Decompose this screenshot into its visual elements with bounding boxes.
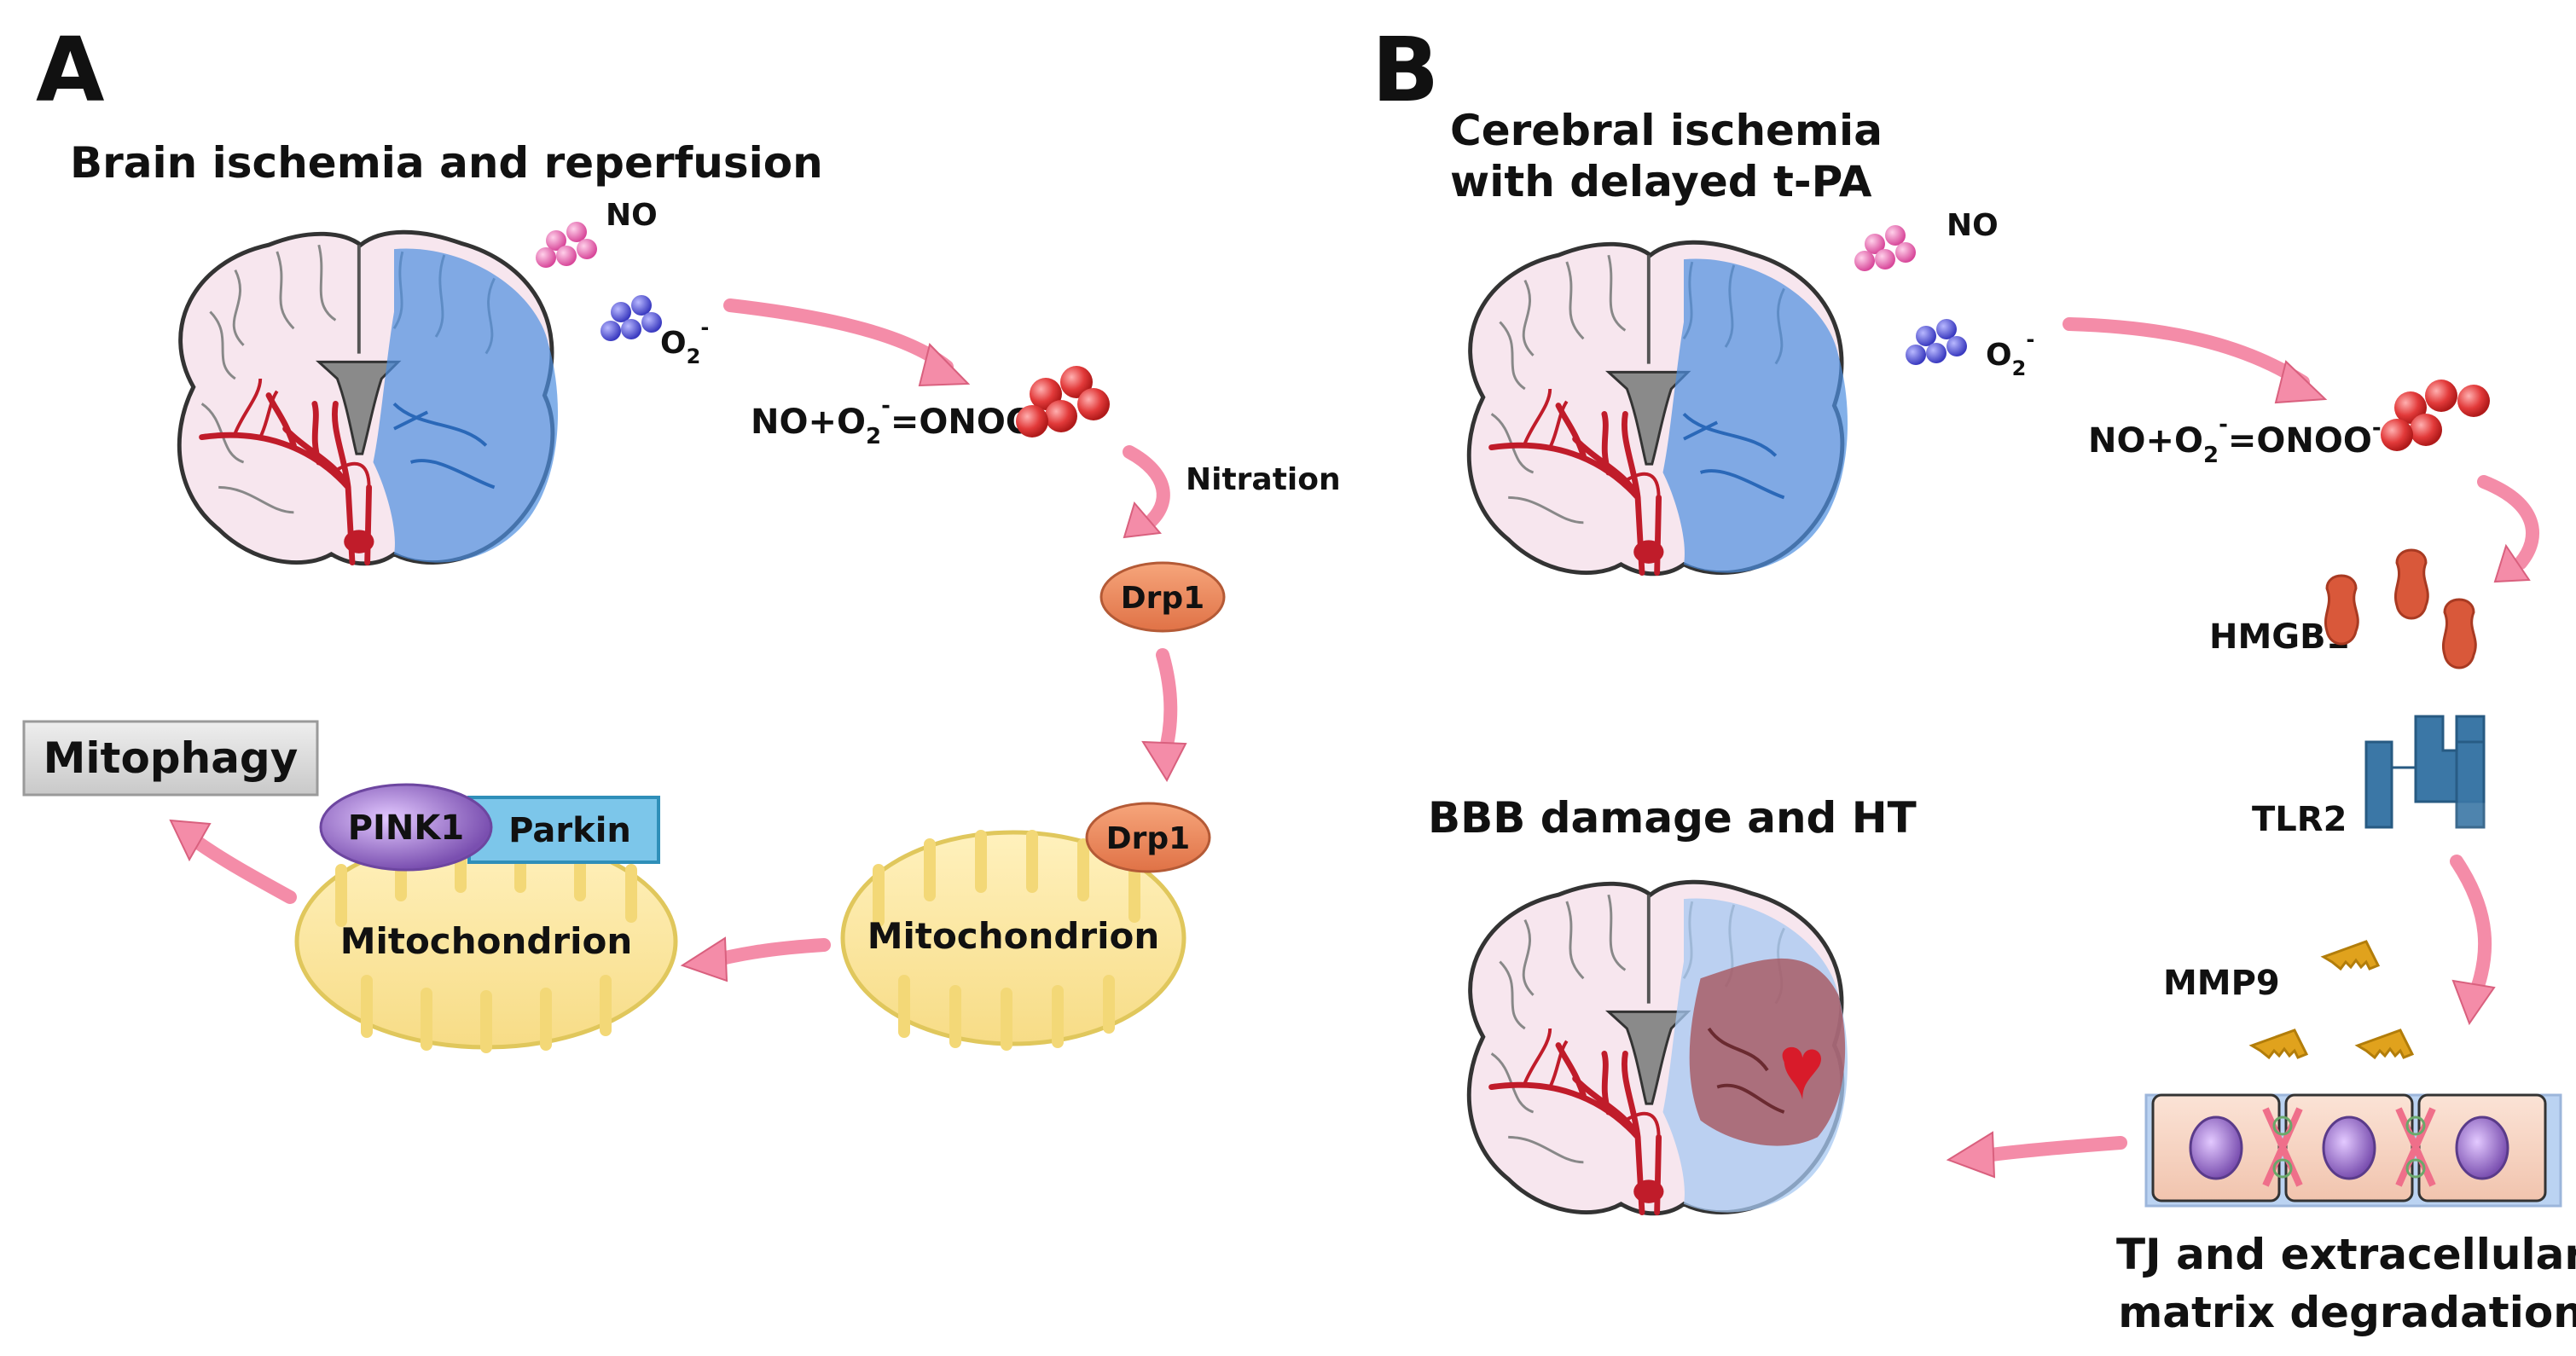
drp1-protein bbox=[1099, 561, 1226, 633]
mitophagy-label: Mitophagy bbox=[44, 733, 299, 783]
tj-degradation-line1: TJ and extracellular bbox=[2116, 1230, 2576, 1279]
arrowhead bbox=[1141, 740, 1187, 783]
no-label: NO bbox=[1947, 208, 1999, 243]
bbb-damage-title: BBB damage and HT bbox=[1428, 793, 1917, 843]
nitration-arrow bbox=[1123, 445, 1170, 531]
arrowhead bbox=[680, 936, 728, 982]
reaction-equation: NO+O2-=ONOO- bbox=[2088, 412, 2382, 468]
panel-b-letter: B bbox=[1372, 18, 1439, 122]
bbb-damage-arrow bbox=[1972, 1136, 2127, 1163]
nitric-oxide-molecule-icon bbox=[536, 222, 597, 268]
panel-b-title-line1: Cerebral ischemia bbox=[1450, 106, 1883, 155]
superoxide-label: O2- bbox=[1986, 327, 2034, 380]
arrowhead bbox=[2451, 979, 2496, 1026]
arrowhead bbox=[918, 343, 971, 387]
reaction-equation: NO+O2-=ONOO- bbox=[751, 393, 1044, 449]
no-label: NO bbox=[606, 198, 658, 233]
tlr2-label: TLR2 bbox=[2252, 800, 2347, 839]
hmgb1-arrow bbox=[2477, 475, 2539, 570]
superoxide-molecule-icon bbox=[1906, 319, 1967, 365]
arrowhead bbox=[2274, 360, 2328, 404]
arrow-to-peroxynitrite bbox=[2063, 317, 2310, 389]
nitric-oxide-molecule-icon bbox=[1854, 225, 1916, 271]
nitration-label: Nitration bbox=[1186, 462, 1341, 497]
arrowhead bbox=[1946, 1131, 1996, 1179]
panel-a-letter: A bbox=[36, 18, 105, 122]
arrowhead bbox=[2493, 543, 2531, 583]
brain-hemorrhage-illustration bbox=[1469, 882, 1848, 1214]
superoxide-molecule-icon bbox=[600, 295, 662, 341]
mmp9-activation-arrow bbox=[2450, 855, 2492, 1005]
brain-ischemia-illustration bbox=[179, 232, 559, 564]
hmgb1-protein-icon bbox=[2324, 548, 2477, 669]
tj-degradation-line2: matrix degradation bbox=[2118, 1288, 2576, 1337]
arrowhead bbox=[1123, 501, 1162, 539]
drp1-label: Drp1 bbox=[1121, 581, 1204, 616]
drp1-on-mitochondrion bbox=[1085, 802, 1211, 873]
superoxide-label: O2- bbox=[660, 316, 709, 368]
parkin-protein bbox=[467, 796, 660, 864]
drp1-translocation-arrow bbox=[1156, 648, 1178, 762]
peroxynitrite-molecule-icon bbox=[2381, 380, 2490, 451]
panel-a-title: Brain ischemia and reperfusion bbox=[70, 138, 823, 188]
peroxynitrite-molecule-icon bbox=[1016, 366, 1110, 438]
pink1-label: PINK1 bbox=[348, 808, 465, 848]
mmp9-label: MMP9 bbox=[2163, 964, 2280, 1003]
mitochondrion-left-label: Mitochondrion bbox=[340, 920, 633, 962]
mitophagy-box bbox=[22, 720, 319, 797]
brain-ischemia-tpa-illustration bbox=[1469, 242, 1848, 574]
pink1-protein bbox=[319, 783, 493, 872]
mmp9-enzyme-icon bbox=[2248, 940, 2415, 1060]
arrow-to-peroxynitrite bbox=[723, 298, 954, 374]
endothelial-cells bbox=[2144, 1093, 2562, 1208]
parkin-label: Parkin bbox=[508, 811, 631, 850]
mitochondrion-right bbox=[840, 830, 1186, 1051]
arrowhead bbox=[169, 819, 212, 862]
drp1-mito-label: Drp1 bbox=[1106, 821, 1190, 856]
mitochondrion-right-label: Mitochondrion bbox=[867, 915, 1160, 957]
mitophagy-arrow bbox=[188, 833, 297, 904]
tlr2-receptor-icon bbox=[2364, 715, 2486, 829]
panel-b-title-line2: with delayed t-PA bbox=[1450, 157, 1872, 206]
